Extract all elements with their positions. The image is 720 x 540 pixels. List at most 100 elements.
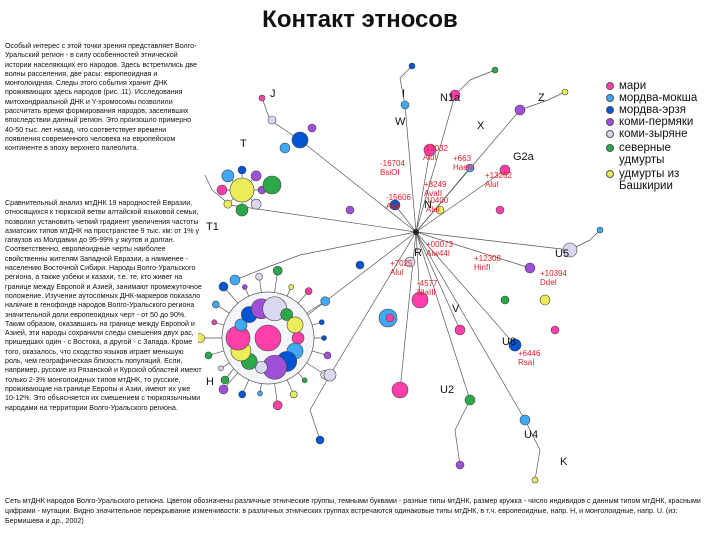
haplotype-node <box>315 435 325 445</box>
haplotype-node <box>234 318 248 332</box>
haplotype-node <box>255 360 268 374</box>
haplotype-node <box>235 203 249 217</box>
haplogroup-label-n: N <box>424 199 432 211</box>
haplotype-node <box>262 175 282 195</box>
haplotype-node <box>198 333 205 343</box>
haplotype-node <box>491 66 499 74</box>
haplogroup-label-u4: U4 <box>524 429 538 441</box>
legend-label: удмурты из Башкирии <box>619 168 680 193</box>
haplotype-node <box>550 325 560 335</box>
legend-label: коми-зыряне <box>619 128 688 141</box>
haplotype-node <box>495 205 505 215</box>
haplogroup-label-u8: U8 <box>502 336 516 348</box>
haplogroup-label-u5: U5 <box>555 248 569 260</box>
legend-item-mari: мари <box>606 80 718 92</box>
legend-swatch-mari <box>606 82 614 91</box>
haplogroup-label-j: J <box>270 88 276 100</box>
haplotype-node <box>241 284 248 290</box>
haplotype-node <box>289 390 298 399</box>
haplogroup-label-i: I <box>402 88 405 100</box>
haplotype-node <box>345 205 355 215</box>
haplotype-node-j <box>291 131 309 149</box>
legend-swatch-komi-zyryan <box>606 130 614 139</box>
legend-item-moksha: мордва-мокша <box>606 92 718 104</box>
haplogroup-label-g2a: G2a <box>513 151 535 163</box>
haplotype-node <box>323 351 332 360</box>
haplotype-node <box>519 414 531 426</box>
haplotype-node <box>272 400 283 411</box>
haplotype-node <box>212 300 220 309</box>
haplotype-node <box>238 390 247 399</box>
legend-item-erzya: мордва-эрзя <box>606 104 718 116</box>
haplogroup-label-u2: U2 <box>440 384 454 396</box>
legend-item-komi-permyak: коми-пермяки <box>606 116 718 128</box>
haplotype-node <box>257 390 263 397</box>
haplotype-node <box>455 460 465 470</box>
haplotype-node <box>499 164 511 176</box>
haplotype-node <box>411 291 429 309</box>
haplotype-node <box>216 184 228 196</box>
haplogroup-label-z: Z <box>538 92 545 104</box>
haplotype-node <box>250 198 262 210</box>
haplogroup-label-w: W <box>395 116 406 128</box>
haplotype-node <box>218 365 224 372</box>
haplotype-node <box>596 226 604 234</box>
haplotype-node <box>301 377 308 384</box>
haplogroup-label-t1: T1 <box>206 221 219 233</box>
text-paragraph-analysis: Сравнительный анализ мтДНК 19 народносте… <box>5 199 202 412</box>
haplotype-node <box>288 284 295 290</box>
legend-label: мордва-эрзя <box>619 104 686 117</box>
haplotype-node <box>258 94 266 102</box>
haplotype-node <box>272 265 283 276</box>
haplotype-node <box>435 205 445 215</box>
legend-swatch-moksha <box>606 94 614 103</box>
haplotype-node <box>524 262 536 274</box>
haplotype-node <box>304 287 313 295</box>
haplotype-node <box>307 123 317 133</box>
legend-item-bashkiria-udmurt: удмурты из Башкирии <box>606 166 718 192</box>
haplogroup-label-k: K <box>560 456 568 468</box>
legend-item-komi-zyryan: коми-зыряне <box>606 128 718 140</box>
haplotype-node <box>320 296 331 307</box>
haplotype-node-t <box>229 177 255 203</box>
haplotype-node <box>267 115 277 125</box>
haplotype-node <box>218 384 229 395</box>
legend-label: коми-пермяки <box>619 116 694 129</box>
haplotype-node <box>280 308 294 321</box>
haplotype-node <box>531 476 539 484</box>
haplotype-node <box>508 338 522 352</box>
haplotype-node <box>391 381 409 399</box>
haplotype-node <box>237 165 247 175</box>
network-root-node <box>413 229 419 235</box>
haplotype-node <box>223 199 233 209</box>
legend: мари мордва-мокша мордва-эрзя коми-пермя… <box>606 80 718 192</box>
haplotype-node <box>250 170 262 182</box>
legend-swatch-komi-permyak <box>606 118 614 127</box>
haplotype-node <box>255 272 263 281</box>
haplotype-node <box>500 295 510 305</box>
haplotype-node <box>321 335 327 341</box>
haplotype-node <box>562 242 578 258</box>
haplogroup-label-r: R <box>414 247 422 259</box>
haplotype-node <box>408 62 416 70</box>
haplotype-node <box>204 351 213 360</box>
haplotype-node <box>218 281 229 292</box>
haplotype-node <box>318 319 325 326</box>
haplogroup-label-h: H <box>206 376 214 388</box>
haplotype-node <box>404 256 416 268</box>
haplotype-node <box>465 163 475 173</box>
haplogroup-label-n1a: N1a <box>440 92 461 104</box>
haplotype-node <box>220 375 230 385</box>
haplotype-node <box>355 260 365 270</box>
haplotype-node <box>561 88 569 96</box>
